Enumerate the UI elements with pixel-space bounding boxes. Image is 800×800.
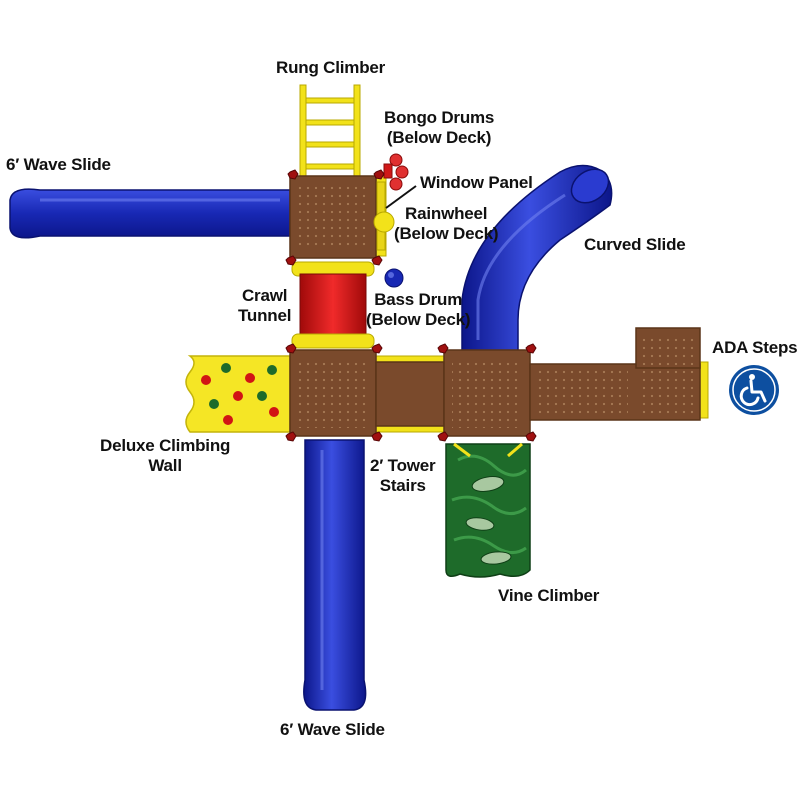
wheelchair-icon [729,365,779,415]
wave-slide-bottom [303,439,367,711]
label-tower-stairs: 2′ Tower Stairs [370,456,436,496]
curved-slide [461,164,613,353]
label-window-panel: Window Panel [420,173,533,192]
crawl-tunnel [291,261,375,349]
post-caps [285,169,537,442]
label-wave-slide-top: 6′ Wave Slide [6,155,111,174]
label-vine-climber: Vine Climber [498,586,600,605]
vine-climber [445,442,531,578]
walkway-deck [375,361,445,427]
bass-drum [384,268,404,288]
deck-right [443,349,531,437]
label-bass-drum-line2: (Below Deck) [366,310,471,329]
label-bongo-drums: Bongo Drums (Below Deck) [384,108,494,148]
label-tower-stairs-line2: Stairs [379,476,426,495]
label-rainwheel-line2: (Below Deck) [394,224,499,243]
rung-climber [299,84,361,178]
label-wave-slide-bottom: 6′ Wave Slide [280,720,385,739]
label-crawl-tunnel-line2: Tunnel [238,306,292,325]
label-curved-slide: Curved Slide [584,235,686,254]
label-rung-climber: Rung Climber [276,58,386,77]
label-bass-drum-line1: Bass Drum [374,290,463,309]
label-ada-steps: ADA Steps [712,338,798,357]
label-deluxe-climbing-wall-line1: Deluxe Climbing [100,436,231,455]
label-rainwheel: Rainwheel (Below Deck) [394,204,499,244]
rainwheel [373,211,395,233]
label-rainwheel-line1: Rainwheel [405,204,488,223]
label-crawl-tunnel-line1: Crawl [241,286,288,305]
label-tower-stairs-line1: 2′ Tower [370,456,436,475]
label-bongo-drums-line1: Bongo Drums [384,108,495,127]
label-deluxe-climbing-wall: Deluxe Climbing Wall [100,436,230,476]
bongo-drums [383,153,409,191]
wave-slide-top [9,188,291,239]
label-deluxe-climbing-wall-line2: Wall [148,456,182,475]
ada-steps-deck [529,327,701,421]
deck-top [289,175,377,259]
deck-middle [289,349,377,437]
label-crawl-tunnel: Crawl Tunnel [238,286,291,326]
label-bass-drum: Bass Drum (Below Deck) [366,290,471,330]
label-bongo-drums-line2: (Below Deck) [386,128,492,147]
deluxe-climbing-wall [185,355,291,433]
